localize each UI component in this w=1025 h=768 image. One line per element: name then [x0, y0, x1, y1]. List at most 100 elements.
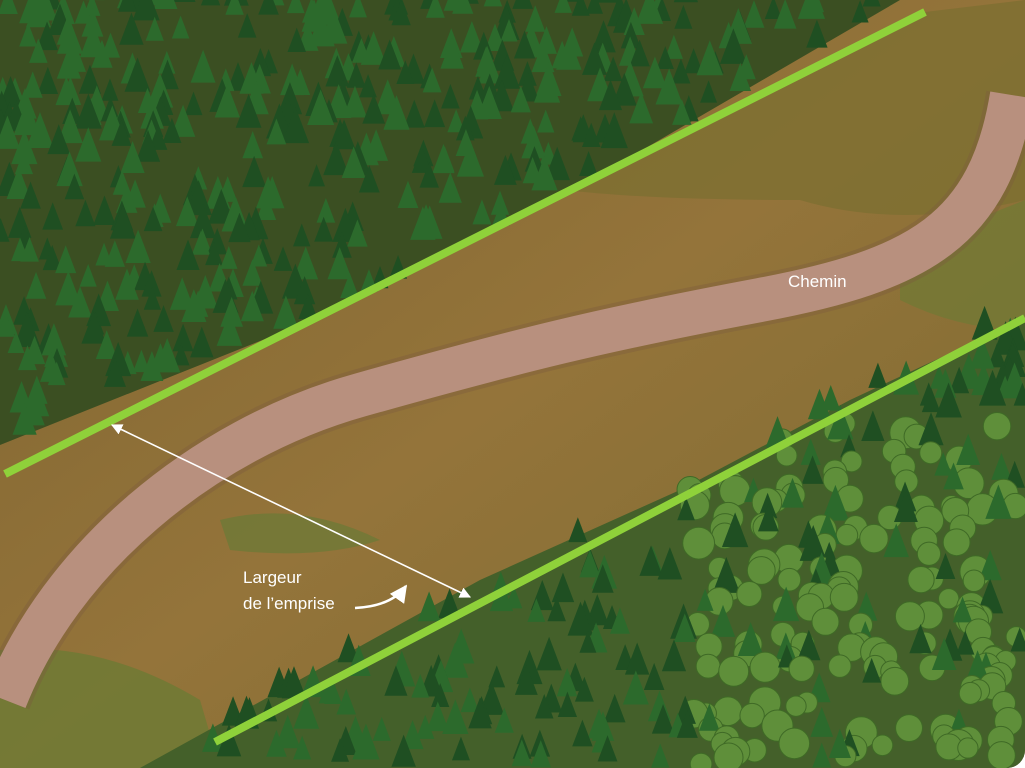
conifer-tree: [0, 0, 18, 14]
conifer-tree: [773, 586, 800, 622]
deciduous-tree: [788, 655, 815, 682]
conifer-tree: [169, 277, 195, 310]
conifer-tree: [64, 173, 85, 200]
conifer-tree: [75, 127, 102, 162]
conifer-tree: [935, 553, 956, 579]
deciduous-tree: [828, 654, 852, 678]
conifer-tree: [308, 164, 326, 187]
conifer-tree: [143, 206, 163, 232]
conifer-tree: [810, 706, 834, 737]
conifer-tree: [47, 361, 66, 386]
conifer-tree: [25, 271, 47, 299]
conifer-tree: [293, 694, 320, 729]
width-arrow: [110, 424, 472, 598]
conifer-tree: [582, 122, 601, 148]
conifer-tree: [56, 46, 81, 79]
conifer-tree: [909, 623, 932, 654]
conifer-tree: [81, 310, 107, 344]
conifer-tree: [729, 62, 752, 92]
deciduous-tree: [987, 741, 1016, 768]
conifer-tree: [266, 118, 287, 145]
conifer-tree: [298, 293, 318, 320]
deciduous-tree: [962, 569, 986, 592]
conifer-tree: [477, 53, 502, 84]
conifer-tree: [554, 0, 572, 13]
conifer-tree: [273, 295, 299, 329]
conifer-tree: [132, 0, 160, 21]
conifer-tree: [620, 21, 641, 49]
conifer-tree: [13, 99, 41, 136]
conifer-tree: [799, 525, 827, 561]
conifer-tree: [293, 735, 312, 760]
conifer-tree: [141, 270, 162, 297]
conifer-tree: [579, 630, 597, 653]
conifer-tree: [242, 131, 264, 159]
conifer-tree: [672, 99, 692, 125]
conifer-tree: [712, 556, 740, 593]
conifer-tree: [162, 117, 182, 143]
conifer-tree: [591, 20, 616, 53]
conifer-tree: [340, 272, 360, 299]
conifer-tree: [148, 125, 168, 150]
conifer-tree: [29, 38, 48, 63]
conifer-tree: [426, 701, 450, 732]
conifer-tree: [800, 438, 821, 465]
conifer-tree: [397, 180, 419, 209]
conifer-tree: [358, 165, 380, 193]
conifer-tree: [985, 484, 1012, 519]
conifer-tree: [101, 78, 119, 101]
conifer-tree: [696, 588, 714, 611]
conifer-tree: [104, 240, 126, 267]
conifer-tree: [452, 0, 474, 14]
conifer-tree: [862, 0, 881, 7]
conifer-tree: [176, 239, 200, 270]
conifer-tree: [765, 416, 790, 448]
conifer-tree: [132, 349, 150, 373]
conifer-tree: [603, 693, 626, 723]
conifer-tree: [327, 247, 352, 280]
conifer-tree: [494, 154, 517, 185]
deciduous-tree: [739, 702, 765, 729]
conifer-tree: [391, 0, 411, 26]
conifer-tree: [172, 343, 190, 366]
conifer-tree: [23, 382, 50, 417]
conifer-tree: [684, 48, 704, 74]
conifer-tree: [611, 73, 637, 106]
conifer-tree: [600, 112, 628, 149]
conifer-tree: [115, 268, 139, 300]
conifer-tree: [242, 259, 263, 286]
conifer-tree: [205, 241, 223, 266]
conifer-tree: [190, 204, 216, 239]
deciduous-tree: [880, 666, 910, 696]
deciduous-tree: [689, 752, 713, 768]
conifer-tree: [362, 93, 386, 124]
conifer-tree: [591, 564, 614, 593]
conifer-tree: [359, 74, 377, 98]
conifer-tree: [185, 180, 212, 216]
conifer-tree: [921, 387, 941, 413]
conifer-tree: [293, 223, 311, 247]
conifer-tree: [410, 206, 436, 240]
conifer-tree: [952, 596, 973, 623]
conifer-tree: [153, 0, 178, 10]
conifer-tree: [572, 719, 593, 747]
conifer-tree: [642, 56, 668, 89]
conifer-tree: [676, 710, 698, 738]
conifer-tree: [455, 115, 475, 141]
conifer-tree: [411, 146, 432, 173]
conifer-tree: [567, 601, 594, 636]
conifer-tree: [971, 305, 998, 340]
conifer-tree: [674, 5, 693, 29]
conifer-tree: [591, 711, 615, 741]
conifer-tree: [568, 517, 588, 543]
conifer-tree: [527, 598, 546, 622]
conifer-tree: [57, 19, 83, 54]
conifer-tree: [325, 55, 350, 87]
grass-area: [900, 200, 1025, 330]
boundary-line-top: [3, 8, 927, 478]
conifer-tree: [55, 76, 78, 106]
conifer-tree: [918, 412, 944, 446]
conifer-tree: [216, 724, 242, 757]
